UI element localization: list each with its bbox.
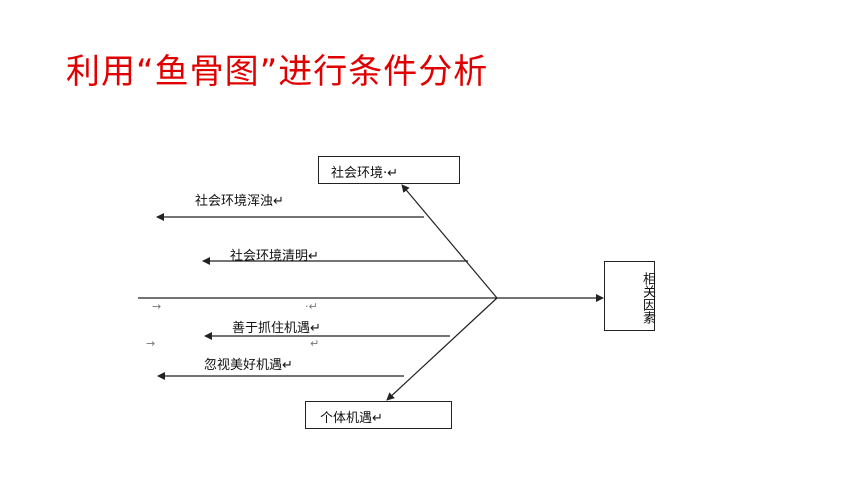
cause-label-3: 善于抓住机遇↵ — [232, 321, 321, 336]
lower-bone — [386, 297, 498, 401]
format-mark-2: ·↵ — [305, 300, 318, 313]
format-mark-4: ↵ — [310, 337, 320, 350]
format-mark-1: → — [152, 300, 162, 313]
fish-head-box: 相关因素 — [604, 261, 655, 331]
cause-label-1: 社会环境浑浊↵ — [195, 194, 284, 209]
cause-label-4: 忽视美好机遇↵ — [204, 358, 293, 373]
format-mark-3: → — [146, 337, 156, 350]
category-box-top: 社会环境·↵ — [318, 156, 460, 184]
cause-label-2: 社会环境清明↵ — [230, 249, 319, 264]
category-box-bottom: 个体机遇↵ — [305, 401, 452, 429]
slide-title: 利用“鱼骨图”进行条件分析 — [66, 52, 489, 92]
upper-bone — [401, 184, 498, 299]
